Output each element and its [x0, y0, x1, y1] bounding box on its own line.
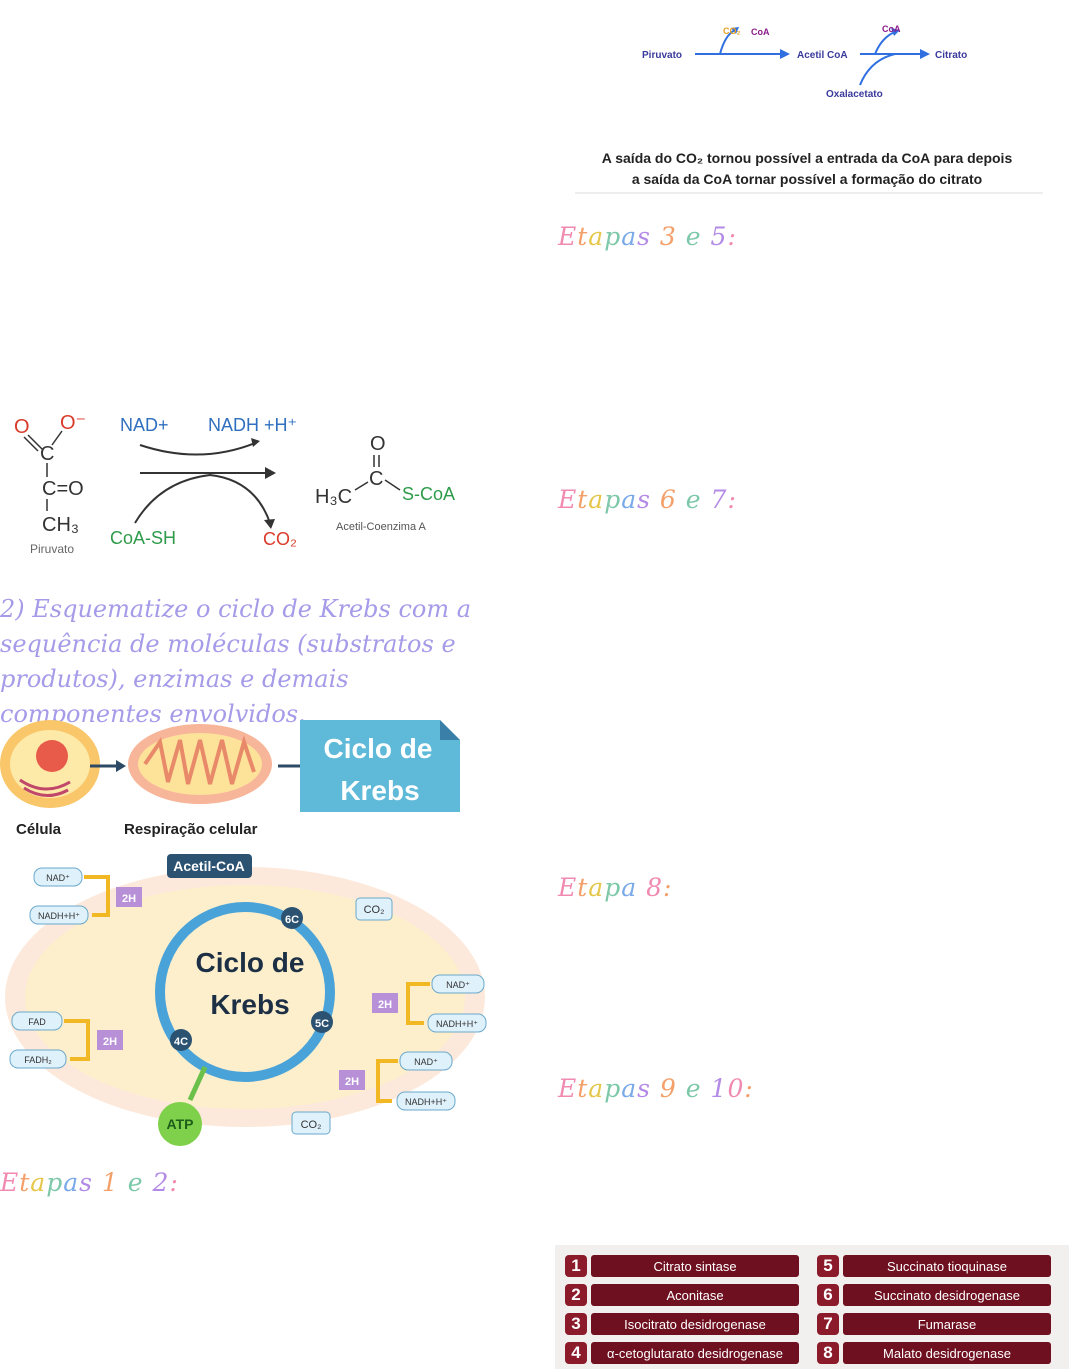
co2-reaction-label: CO₂ [263, 529, 297, 549]
caption-line-1: A saída do CO₂ tornou possível a entrada… [601, 150, 1013, 166]
ciclo-title-line-2: Krebs [340, 775, 419, 806]
h3c-label: H₃C [315, 486, 352, 508]
diagram-caption: A saída do CO₂ tornou possível a entrada… [572, 148, 1042, 190]
nadh-right-1: NADH+H⁺ [436, 1019, 478, 1029]
2h-right-1: 2H [378, 999, 392, 1011]
c-double-o-label: C=O [42, 478, 84, 500]
enzyme-name: Succinato desidrogenase [843, 1284, 1051, 1306]
enzyme-row-5: 5 Succinato tioquinase [817, 1255, 1051, 1277]
enzyme-number: 1 [565, 1255, 587, 1277]
acetyl-c-label: C [369, 468, 383, 490]
atp-badge [158, 1102, 202, 1146]
ciclo-title-card [300, 720, 460, 812]
enzyme-number: 7 [817, 1313, 839, 1335]
nad-label: NAD+ [120, 415, 169, 435]
enzyme-row-6: 6 Succinato desidrogenase [817, 1284, 1051, 1306]
marker-6c: 6C [285, 914, 299, 926]
pyruvate-reaction: O C O⁻ C=O CH₃ Piruvato NAD+ NADH +H⁺ Co… [14, 412, 455, 556]
enzyme-number: 2 [565, 1284, 587, 1306]
acetil-coa-label: Acetil CoA [797, 50, 848, 61]
caption-divider [575, 192, 1043, 194]
scoa-label: S-CoA [402, 484, 455, 504]
piruvato-mol-label: Piruvato [30, 542, 74, 556]
o-minus-label: O⁻ [60, 412, 86, 434]
acetyl-o-label: O [370, 433, 386, 455]
nad-right-1: NAD⁺ [446, 980, 470, 990]
acetil-coa-text: Acetil-CoA [173, 858, 245, 874]
enzyme-name: Citrato sintase [591, 1255, 799, 1277]
2h-right-2: 2H [345, 1076, 359, 1088]
marker-4c: 4C [174, 1036, 188, 1048]
question-2: 2) Esquematize o ciclo de Krebs com a se… [0, 595, 472, 728]
enzyme-number: 8 [817, 1342, 839, 1364]
cycle-center-line-1: Ciclo de [196, 947, 305, 978]
coa-label: CoA [751, 27, 770, 37]
enzyme-row-8: 8 Malato desidrogenase [817, 1342, 1051, 1364]
ciclo-title-line-1: Ciclo de [324, 733, 433, 764]
heading-etapas-1-2: Etapas 1 e 2: [0, 1168, 179, 1197]
marker-5c: 5C [315, 1018, 329, 1030]
krebs-cycle-figure: Ciclo de Krebs Célula Respiração celular… [0, 720, 487, 1146]
c-label: C [40, 443, 54, 465]
heading-etapas-3-5: Etapas 3 e 5: [558, 222, 737, 251]
acetil-coenzima-label: Acetil-Coenzima A [336, 521, 427, 533]
enzyme-row-7: 7 Fumarase [817, 1313, 1051, 1335]
enzyme-name: Fumarase [843, 1313, 1051, 1335]
heading-etapas-6-7: Etapas 6 e 7: [558, 485, 737, 514]
fadh2-label: FADH₂ [24, 1055, 52, 1065]
fad-label: FAD [28, 1017, 46, 1027]
enzyme-name: Succinato tioquinase [843, 1255, 1051, 1277]
cycle-ring [155, 902, 335, 1082]
caption-line-2: a saída da CoA tornar possível a formaçã… [631, 171, 983, 187]
enzyme-row-1: 1 Citrato sintase [565, 1255, 799, 1277]
enzyme-number: 5 [817, 1255, 839, 1277]
enzyme-number: 6 [817, 1284, 839, 1306]
heading-etapa-8: Etapa 8: [558, 873, 673, 902]
2h-top-left: 2H [122, 893, 136, 905]
enzyme-row-3: 3 Isocitrato desidrogenase [565, 1313, 799, 1335]
enzyme-name: Aconitase [591, 1284, 799, 1306]
respiracao-label: Respiração celular [124, 821, 258, 838]
cycle-center-line-2: Krebs [210, 989, 289, 1020]
nad-right-2: NAD⁺ [414, 1057, 438, 1067]
co2-top: CO₂ [364, 904, 385, 916]
cell-nucleus [36, 740, 68, 772]
enzyme-table: 1 Citrato sintase 2 Aconitase 3 Isocitra… [555, 1245, 1069, 1369]
citrato-label: Citrato [935, 50, 967, 61]
nad-left: NAD⁺ [46, 873, 70, 883]
heading-etapas-9-10: Etapas 9 e 10: [558, 1074, 754, 1103]
coa-out-label: CoA [882, 24, 901, 34]
coash-label: CoA-SH [110, 528, 176, 548]
co2-label: CO₂ [723, 26, 741, 36]
acetil-coa-box [167, 854, 252, 878]
o-label: O [14, 416, 30, 438]
piruvato-label: Piruvato [642, 50, 682, 61]
celula-label: Célula [16, 821, 62, 838]
enzyme-name: Isocitrato desidrogenase [591, 1313, 799, 1335]
co2-bottom: CO₂ [301, 1119, 322, 1131]
nadh-label: NADH +H⁺ [208, 415, 297, 435]
enzyme-name: Malato desidrogenase [843, 1342, 1051, 1364]
atp-label: ATP [167, 1116, 194, 1132]
enzyme-number: 4 [565, 1342, 587, 1364]
enzyme-number: 3 [565, 1313, 587, 1335]
2h-left: 2H [103, 1036, 117, 1048]
enzyme-row-4: 4 α-cetoglutarato desidrogenase [565, 1342, 799, 1364]
enzyme-row-2: 2 Aconitase [565, 1284, 799, 1306]
nadh-left: NADH+H⁺ [38, 911, 80, 921]
oxalacetato-label: Oxalacetato [826, 89, 883, 100]
acetyl-coa-citrate-diagram: Piruvato CO₂ CoA Acetil CoA CoA Citrato … [642, 24, 967, 100]
enzyme-name: α-cetoglutarato desidrogenase [591, 1342, 799, 1364]
nadh-right-2: NADH+H⁺ [405, 1097, 447, 1107]
ch3-label: CH₃ [42, 514, 79, 536]
